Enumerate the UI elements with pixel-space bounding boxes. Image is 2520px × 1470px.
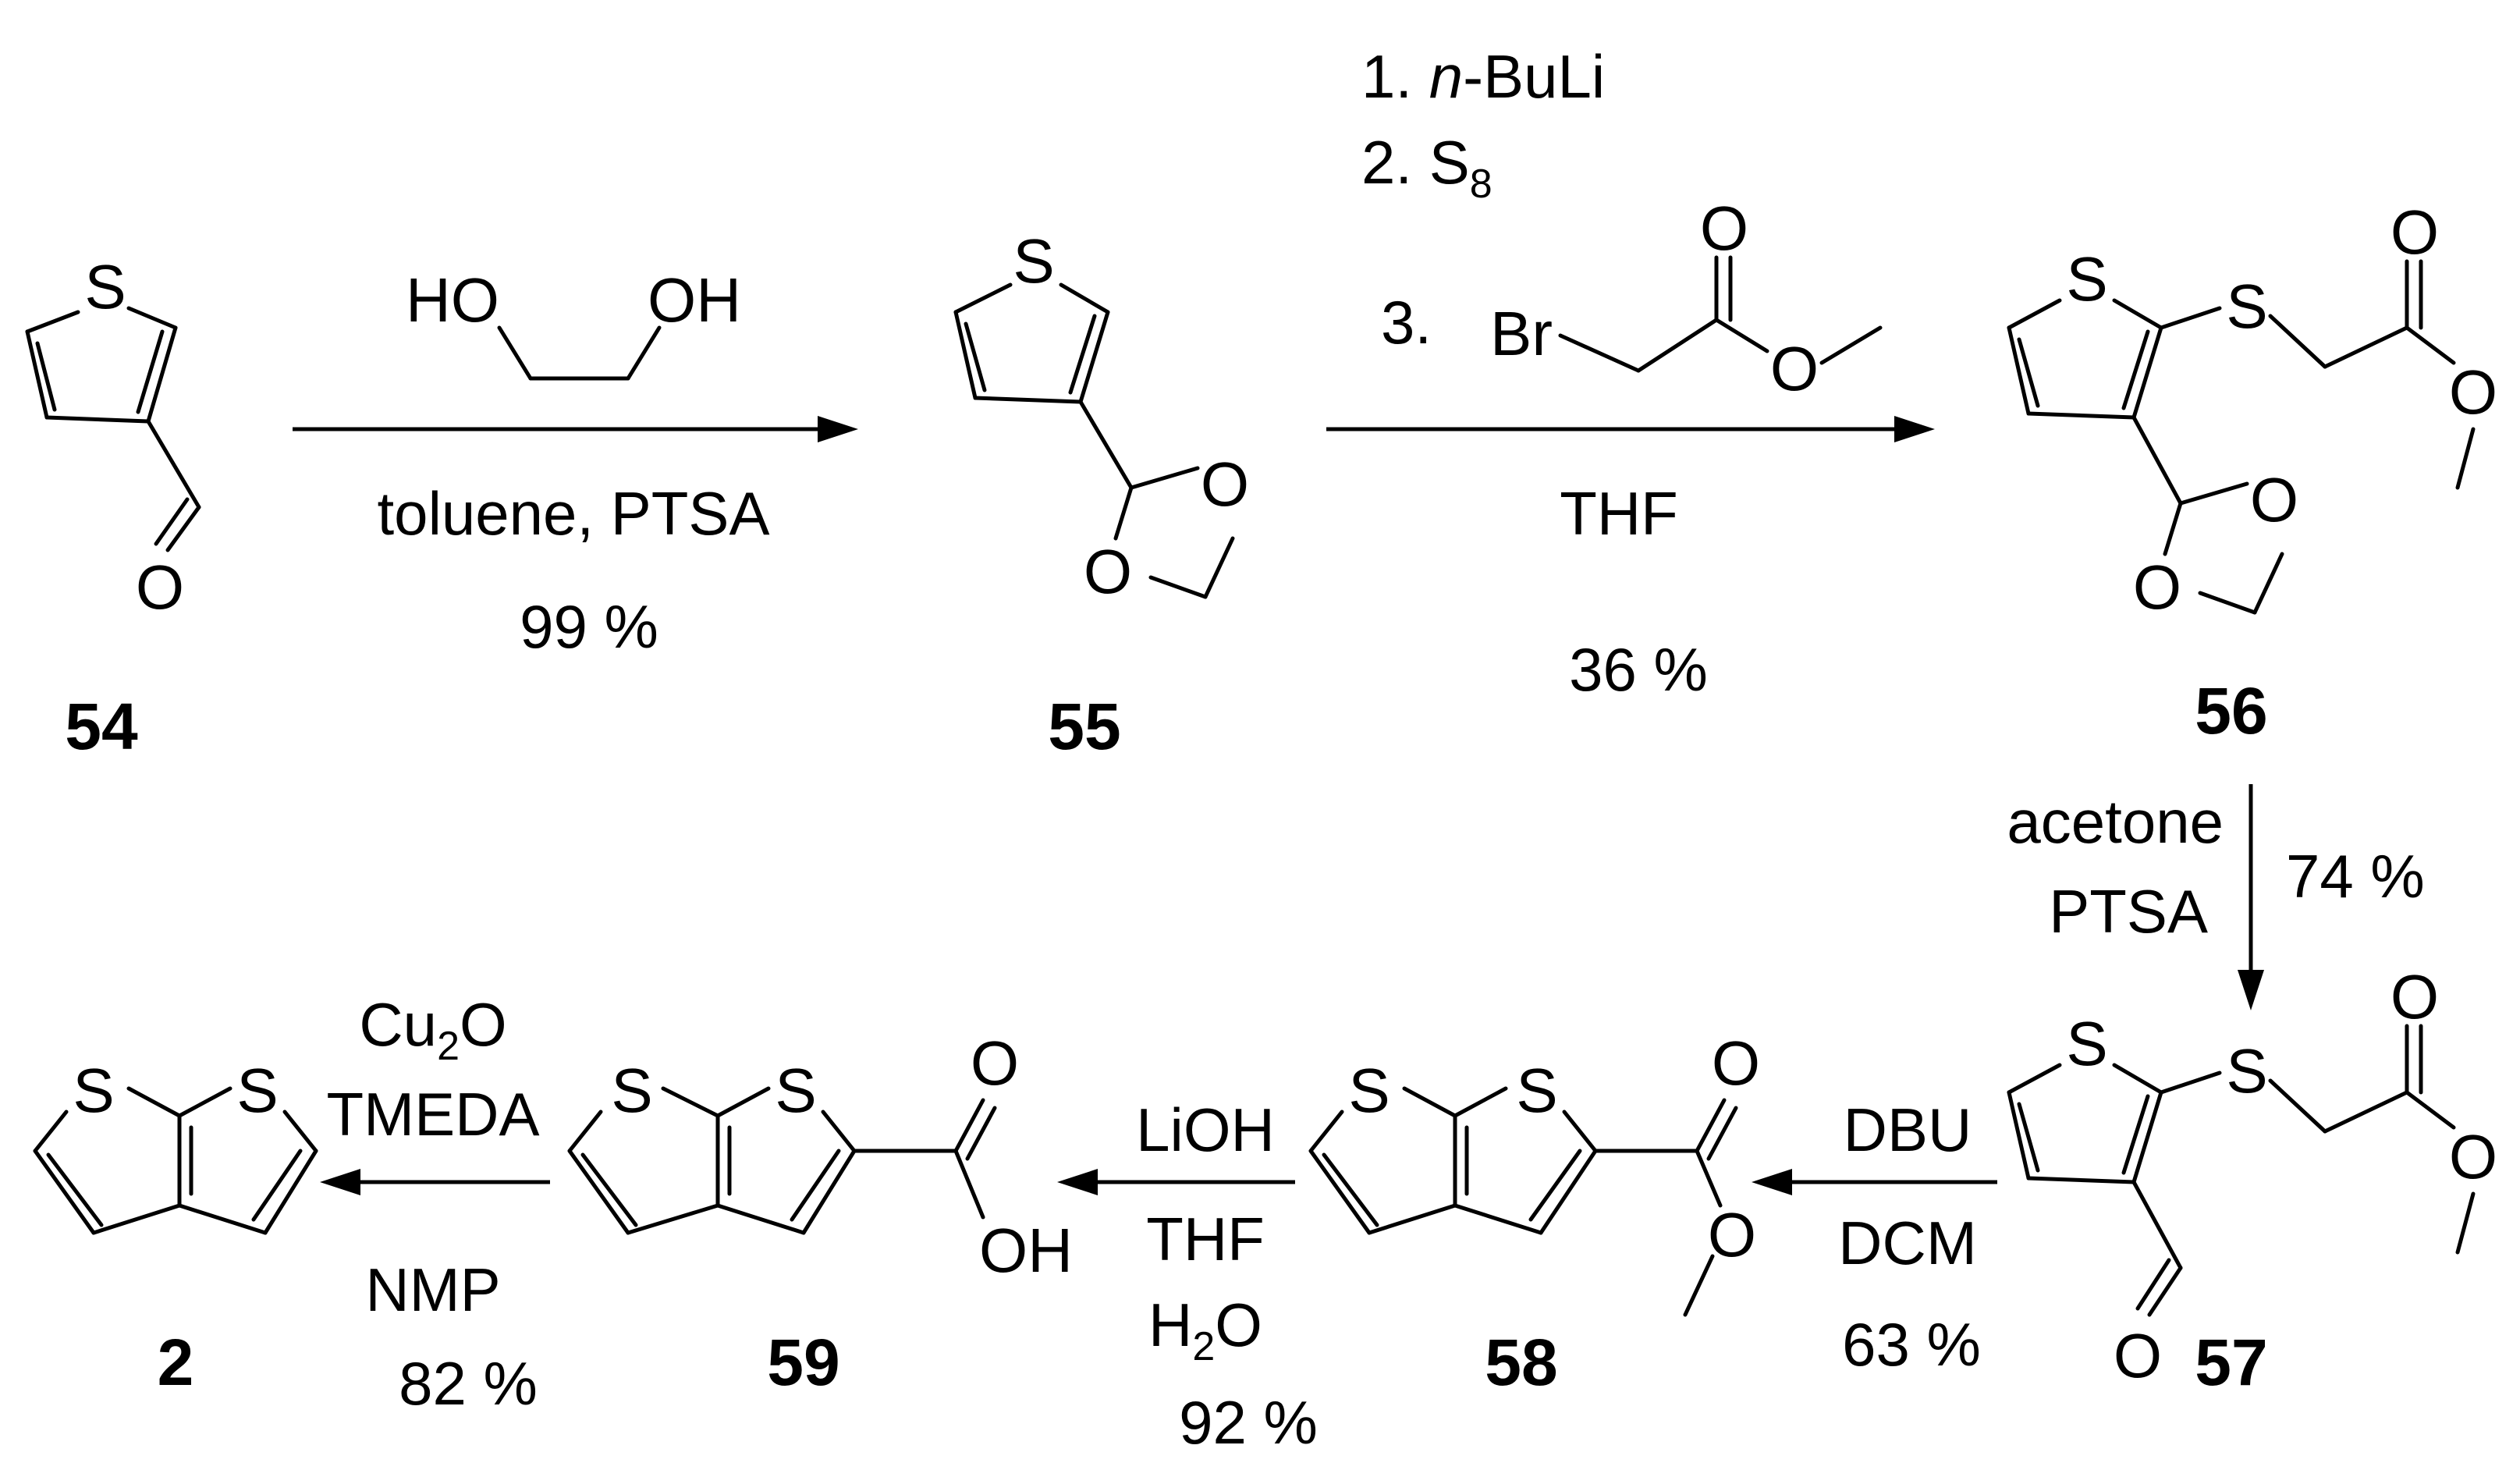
compound-2-sulfur-1: S xyxy=(73,1056,114,1125)
compound-57-carbonyl-o: O xyxy=(2390,962,2439,1031)
compound-label-59: 59 xyxy=(767,1326,839,1399)
compound-2-bonds xyxy=(33,1086,318,1235)
methyl-bromoacetate-ester-o: O xyxy=(1770,334,1819,403)
compound-59-sulfur-1: S xyxy=(611,1056,652,1125)
compound-2: S S 2 xyxy=(33,1056,318,1399)
compound-54-sulfur: S xyxy=(84,252,126,321)
reaction-step-3: acetone PTSA 74 % xyxy=(2007,784,2425,1010)
step2-yield: 36 % xyxy=(1569,635,1708,704)
compound-54-bonds xyxy=(25,306,201,552)
step6-yield: 82 % xyxy=(399,1349,538,1418)
reaction-arrow-4-head xyxy=(1752,1169,1792,1195)
compound-57: S S O O O 57 xyxy=(2007,962,2497,1399)
compound-57-aldehyde-o: O xyxy=(2114,1321,2162,1390)
ethylene-glycol-reagent: HO OH xyxy=(406,265,741,381)
step5-solvent-1: THF xyxy=(1146,1205,1265,1273)
compound-54: S O 54 xyxy=(25,252,201,763)
reaction-step-5: LiOH THF H2O 92 % xyxy=(1057,1095,1318,1457)
compound-2-sulfur-2: S xyxy=(236,1056,278,1125)
step5-base: LiOH xyxy=(1136,1095,1275,1164)
compound-59-bonds xyxy=(567,1086,997,1235)
step3-solvent: acetone xyxy=(2007,787,2224,856)
compound-label-54: 54 xyxy=(65,690,138,763)
compound-56-ring-sulfur: S xyxy=(2066,244,2107,314)
compound-label-56: 56 xyxy=(2195,674,2267,747)
compound-58-ester-o: O xyxy=(1708,1200,1756,1269)
step5-solvent-2: H2O xyxy=(1148,1291,1262,1369)
step2-reagent-1: 1. n-BuLi xyxy=(1361,42,1605,111)
compound-55-sulfur: S xyxy=(1013,226,1054,296)
reaction-arrow-1-head xyxy=(818,416,858,442)
glycol-oh-label: OH xyxy=(648,265,741,335)
methyl-bromoacetate-reagent: Br O O xyxy=(1490,194,1883,403)
reaction-step-4: DBU DCM 63 % xyxy=(1752,1095,1997,1379)
step4-base: DBU xyxy=(1844,1095,1972,1164)
step2-solvent: THF xyxy=(1560,479,1678,548)
compound-label-2: 2 xyxy=(158,1326,194,1399)
step2-reagent-2: 2. S8 xyxy=(1361,128,1492,207)
compound-59: S S O OH 59 xyxy=(567,1028,1073,1399)
step4-yield: 63 % xyxy=(1842,1310,1981,1379)
step6-solvent: NMP xyxy=(365,1255,500,1324)
compound-59-carbonyl-o: O xyxy=(971,1028,1019,1098)
step4-solvent: DCM xyxy=(1838,1209,1977,1277)
step6-catalyst: Cu2O xyxy=(359,990,506,1069)
reaction-step-6: Cu2O TMEDA NMP 82 % xyxy=(320,990,550,1418)
reaction-arrow-2-head xyxy=(1894,416,1935,442)
compound-57-thioether-sulfur: S xyxy=(2226,1036,2267,1106)
compound-56-bonds xyxy=(2007,259,2476,615)
compound-56-dioxolane-o-2: O xyxy=(2133,552,2181,622)
reaction-step-2: 1. n-BuLi 2. S8 3. Br O O THF 36 % xyxy=(1326,42,1935,704)
compound-57-ring-sulfur: S xyxy=(2066,1009,2107,1078)
step1-yield: 99 % xyxy=(520,592,658,661)
compound-56: S S O O O O 56 xyxy=(2007,197,2497,747)
compound-55-oxygen-2: O xyxy=(1084,537,1132,606)
compound-56-dioxolane-o-1: O xyxy=(2250,465,2298,534)
compound-label-57: 57 xyxy=(2195,1326,2267,1399)
compound-54-oxygen: O xyxy=(136,552,184,622)
reaction-arrow-6-head xyxy=(320,1169,360,1195)
step2-reagent-3-number: 3. xyxy=(1381,288,1432,357)
step3-yield: 74 % xyxy=(2286,842,2425,911)
glycol-ho-label: HO xyxy=(406,265,499,335)
reaction-step-1: HO OH toluene, PTSA 99 % xyxy=(293,265,858,661)
compound-56-thioether-sulfur: S xyxy=(2226,272,2267,341)
reaction-arrow-5-head xyxy=(1057,1169,1098,1195)
step3-catalyst: PTSA xyxy=(2049,877,2208,946)
step5-yield: 92 % xyxy=(1179,1388,1318,1457)
reaction-arrow-3-head xyxy=(2238,970,2264,1010)
compound-label-58: 58 xyxy=(1485,1326,1557,1399)
step6-ligand: TMEDA xyxy=(327,1080,540,1149)
compound-55-bonds xyxy=(953,282,1235,599)
compound-56-carbonyl-o: O xyxy=(2390,197,2439,267)
compound-58-bonds xyxy=(1308,1086,1738,1317)
compound-59-hydroxyl: OH xyxy=(979,1216,1073,1285)
compound-56-ester-o: O xyxy=(2449,357,2497,427)
compound-59-sulfur-2: S xyxy=(775,1056,816,1125)
compound-58-carbonyl-o: O xyxy=(1712,1028,1760,1098)
compound-55-oxygen-1: O xyxy=(1201,449,1249,519)
methyl-bromoacetate-carbonyl-o: O xyxy=(1700,194,1748,263)
compound-55: S O O 55 xyxy=(953,226,1249,763)
compound-57-bonds xyxy=(2007,1024,2476,1317)
step1-solvent-catalyst: toluene, PTSA xyxy=(378,479,770,548)
compound-label-55: 55 xyxy=(1048,690,1120,763)
compound-58: S S O O 58 xyxy=(1308,1028,1760,1399)
compound-57-ester-o: O xyxy=(2449,1122,2497,1191)
compound-58-sulfur-1: S xyxy=(1348,1056,1390,1125)
compound-58-sulfur-2: S xyxy=(1516,1056,1557,1125)
methyl-bromoacetate-br: Br xyxy=(1490,299,1553,368)
